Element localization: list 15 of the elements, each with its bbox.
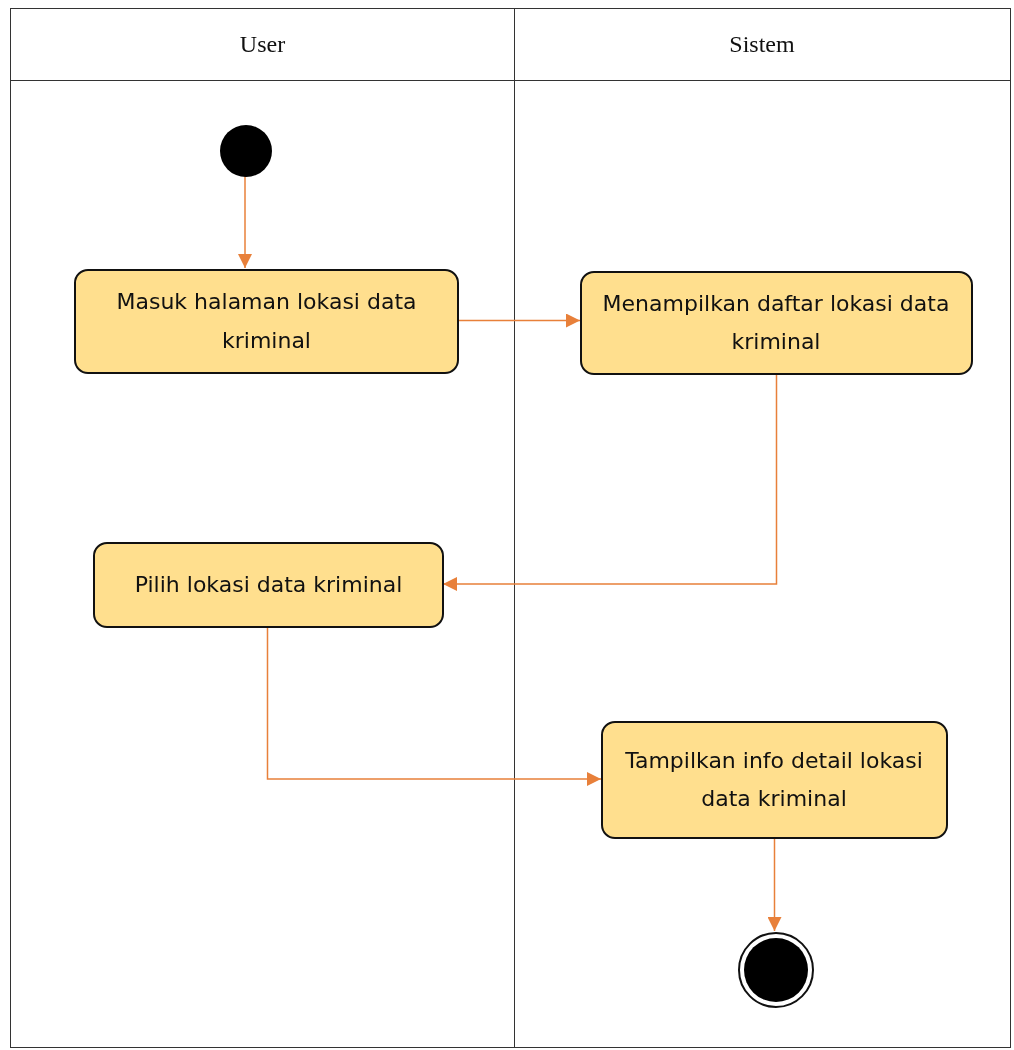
activity-box: Tampilkan info detail lokasi data kriminal	[600, 721, 948, 839]
activity-box: Masuk halaman lokasi data kriminal	[74, 269, 459, 374]
final-node	[737, 932, 814, 1008]
arrow	[238, 175, 252, 269]
lane-title: Sistem	[729, 31, 795, 58]
arrow	[442, 373, 778, 591]
activity-box: Pilih lokasi data kriminal	[93, 542, 444, 628]
initial-node	[220, 125, 272, 177]
arrow	[266, 626, 602, 786]
lane-title: User	[239, 31, 286, 58]
arrow	[457, 313, 581, 328]
swimlane	[10, 8, 515, 1048]
activity-box: Menampilkan daftar lokasi data kriminal	[579, 271, 973, 375]
swimlane	[513, 8, 1011, 1048]
arrow	[767, 837, 782, 932]
